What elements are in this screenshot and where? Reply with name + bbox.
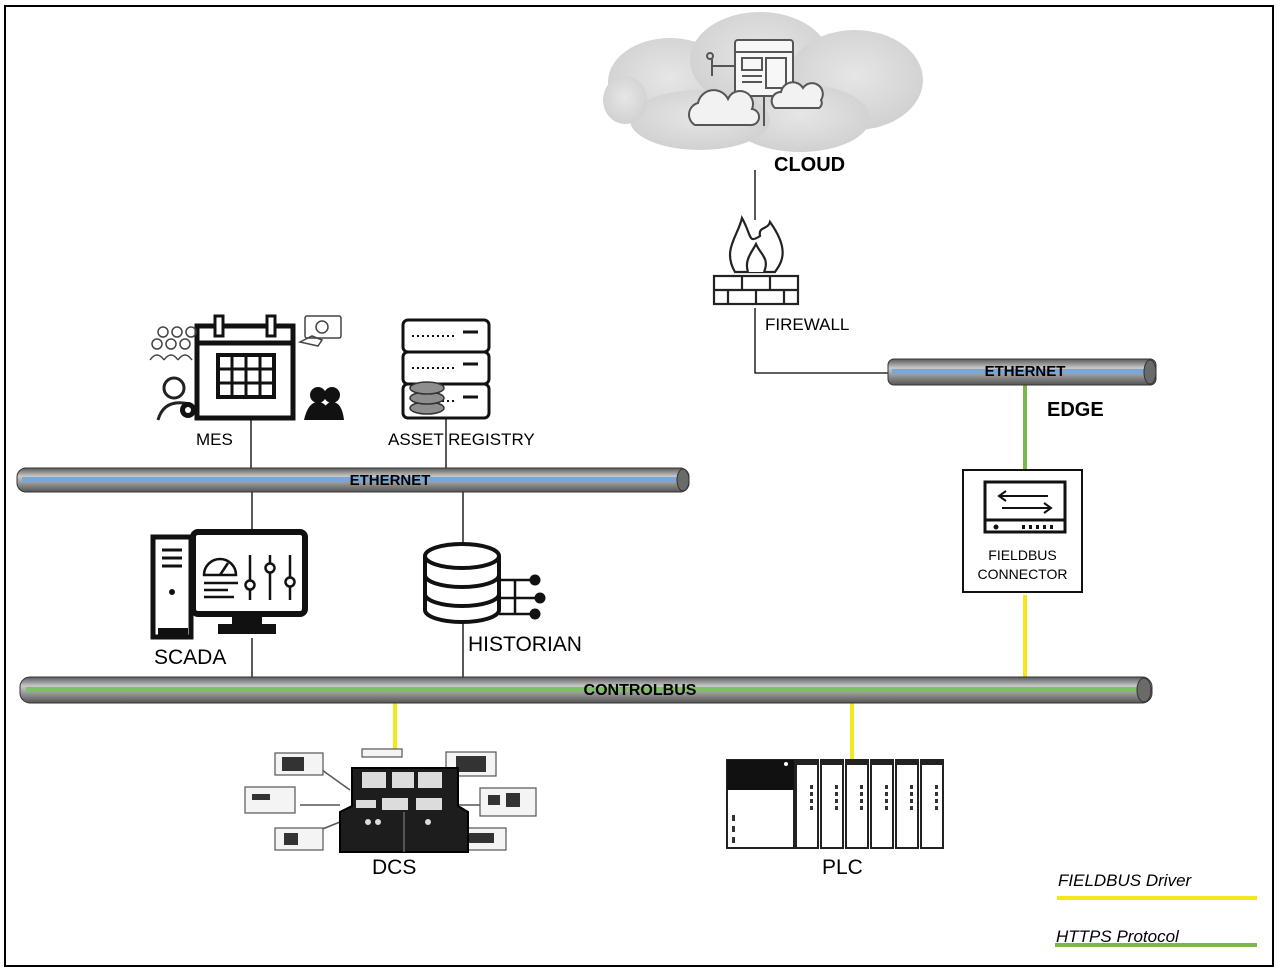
asset-registry-label: ASSET REGISTRY xyxy=(388,430,535,449)
cloud-server-icon xyxy=(603,12,923,152)
connection-lines xyxy=(250,170,890,678)
cloud-label: CLOUD xyxy=(774,154,846,176)
historian-label: HISTORIAN xyxy=(468,633,582,656)
plc-label: PLC xyxy=(822,856,863,879)
database-icon xyxy=(423,542,546,624)
plant-ethernet-label: ETHERNET xyxy=(349,472,431,489)
controlbus-label: CONTROLBUS xyxy=(583,682,697,699)
legend-https-label: HTTPS Protocol xyxy=(1056,927,1179,946)
control-console-icon xyxy=(244,748,537,853)
controlbus-bus xyxy=(19,676,1153,704)
edge-ethernet-label: ETHERNET xyxy=(984,363,1066,380)
scada-label: SCADA xyxy=(154,646,227,669)
firewall-ethernet-line xyxy=(754,308,890,374)
legend-fieldbus-label: FIELDBUS Driver xyxy=(1058,871,1192,890)
scada-workstation-icon xyxy=(150,529,308,640)
fieldbus-connector-line2: CONNECTOR xyxy=(977,565,1068,582)
firewall-label: FIREWALL xyxy=(765,315,850,334)
plant-ethernet-bus xyxy=(16,467,690,493)
fieldbus-links xyxy=(393,595,1027,760)
mes-label: MES xyxy=(196,430,233,449)
plc-rack-icon xyxy=(726,759,944,849)
network-switch-icon xyxy=(962,469,1083,593)
firewall-icon xyxy=(712,214,800,306)
mes-calendar-icon xyxy=(149,314,344,421)
fieldbus-connector-line1: FIELDBUS xyxy=(988,547,1057,563)
edge-ethernet-bus xyxy=(887,358,1157,386)
diagram-frame xyxy=(4,5,1274,967)
fieldbus-connector-label: FIELDBUS CONNECTOR xyxy=(963,546,1082,584)
edge-label: EDGE xyxy=(1047,399,1104,421)
dcs-label: DCS xyxy=(372,856,417,879)
server-rack-icon xyxy=(401,318,491,420)
